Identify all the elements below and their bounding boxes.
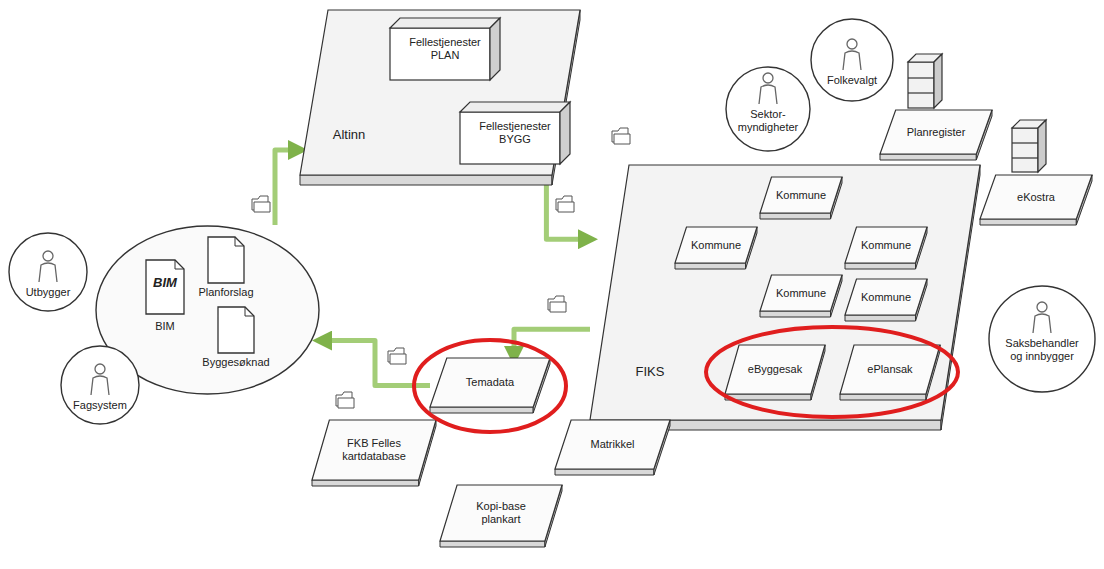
- register-tile: Planregister: [880, 110, 992, 160]
- node-label: eKostra: [1017, 191, 1055, 204]
- text-holder: FIKS: [615, 365, 685, 380]
- text-holder: Kommune: [860, 282, 912, 312]
- node-label: ePlansak: [867, 363, 912, 376]
- text-holder: BIM: [140, 276, 190, 291]
- node-label: Sektor- myndigheter: [733, 108, 803, 133]
- text-holder: Saksbehandler og innbygger: [998, 337, 1086, 362]
- data-tile: FKB Felles kartdatabase: [312, 420, 436, 486]
- flow-arrow: [514, 329, 590, 350]
- flow-arrow: [275, 150, 292, 225]
- text-holder: Utbygger: [16, 286, 80, 299]
- node-label: Saksbehandler og innbygger: [998, 337, 1086, 362]
- text-holder: Temadata: [451, 361, 529, 404]
- document-icon: Byggesøknad: [198, 307, 274, 373]
- text-holder: Fellestjenester BYGG: [466, 105, 564, 161]
- node-label: FIKS: [636, 365, 665, 380]
- actor-circle: Folkevalgt: [810, 18, 894, 102]
- text-holder: Planforslag: [191, 286, 261, 299]
- text-holder: FKB Felles kartdatabase: [333, 423, 415, 477]
- node-label: Kopi-base plankart: [461, 500, 541, 525]
- document-icon: BIM BIM: [140, 260, 190, 342]
- node-label: Kommune: [691, 239, 741, 252]
- node-label: Fellestjenester PLAN: [396, 36, 494, 61]
- text-holder: Kommune: [775, 278, 827, 308]
- municipality-tile: Kommune: [845, 279, 927, 321]
- data-tile: Temadata: [430, 358, 550, 413]
- node-label: eByggesak: [748, 363, 802, 376]
- node-label: Matrikkel: [590, 438, 634, 451]
- circle-outline: [60, 345, 140, 425]
- node-label: Planforslag: [198, 286, 253, 299]
- highlight-ring: [706, 327, 958, 417]
- node-label: Kommune: [861, 239, 911, 252]
- data-tile: Kopi-base plankart: [440, 485, 562, 547]
- highlight-ring: [414, 340, 566, 432]
- text-holder: Sektor- myndigheter: [733, 108, 803, 133]
- node-label: Kommune: [776, 287, 826, 300]
- text-holder: Folkevalgt: [817, 74, 887, 87]
- flow-arrow: [328, 341, 430, 386]
- node-label: Fagsystem: [73, 399, 127, 412]
- text-holder: Altinn: [314, 128, 384, 143]
- text-holder: Kopi-base plankart: [461, 488, 541, 538]
- actor-circle: Sektor- myndigheter: [725, 66, 811, 152]
- municipality-tile: Kommune: [760, 275, 842, 317]
- text-holder: eKostra: [1000, 178, 1072, 216]
- node-label: Kommune: [861, 291, 911, 304]
- municipality-tile: Kommune: [845, 227, 927, 269]
- text-holder: eByggesak: [743, 348, 807, 391]
- text-holder: Matrikkel: [575, 423, 650, 466]
- node-label: Utbygger: [26, 286, 71, 299]
- flow-arrow: [546, 185, 582, 239]
- service-box: Fellestjenester PLAN: [390, 18, 500, 80]
- system-tile: ePlansak: [840, 345, 940, 400]
- node-label: Temadata: [466, 376, 514, 389]
- text-holder: ePlansak: [858, 348, 922, 391]
- text-holder: Kommune: [690, 230, 742, 260]
- node-label: BIM: [153, 276, 177, 291]
- platform: Altinn Fellestjenester PLAN Fellestjeneste…: [300, 10, 580, 185]
- platform: FIKSKommuneKommuneKommuneKommuneKommunee…: [590, 165, 980, 430]
- text-holder: Byggesøknad: [198, 356, 274, 369]
- node-label: Planregister: [907, 126, 966, 139]
- actor-circle: Saksbehandler og innbygger: [988, 285, 1096, 393]
- circle-outline: [8, 232, 88, 312]
- node-label: BIM: [155, 320, 175, 333]
- text-holder: Fagsystem: [66, 399, 134, 412]
- register-tile: eKostra: [980, 175, 1092, 225]
- node-label: Kommune: [776, 189, 826, 202]
- node-label: Byggesøknad: [202, 356, 269, 369]
- actor-circle: Utbygger: [8, 232, 88, 312]
- node-label: Altinn: [333, 128, 366, 143]
- data-tile: Matrikkel: [555, 420, 670, 475]
- node-label: Folkevalgt: [827, 74, 877, 87]
- text-holder: Kommune: [775, 180, 827, 210]
- text-holder: Fellestjenester PLAN: [396, 21, 494, 77]
- text-holder: Kommune: [860, 230, 912, 260]
- actor-circle: Fagsystem: [60, 345, 140, 425]
- text-holder: Planregister: [900, 113, 972, 151]
- system-tile: eByggesak: [725, 345, 825, 400]
- circle-outline: [810, 18, 894, 102]
- municipality-tile: Kommune: [675, 227, 757, 269]
- node-label: FKB Felles kartdatabase: [333, 437, 415, 462]
- text-holder: BIM: [140, 320, 190, 333]
- node-label: Fellestjenester BYGG: [466, 120, 564, 145]
- service-box: Fellestjenester BYGG: [460, 102, 570, 164]
- municipality-tile: Kommune: [760, 177, 842, 219]
- document-icon: Planforslag: [191, 237, 261, 303]
